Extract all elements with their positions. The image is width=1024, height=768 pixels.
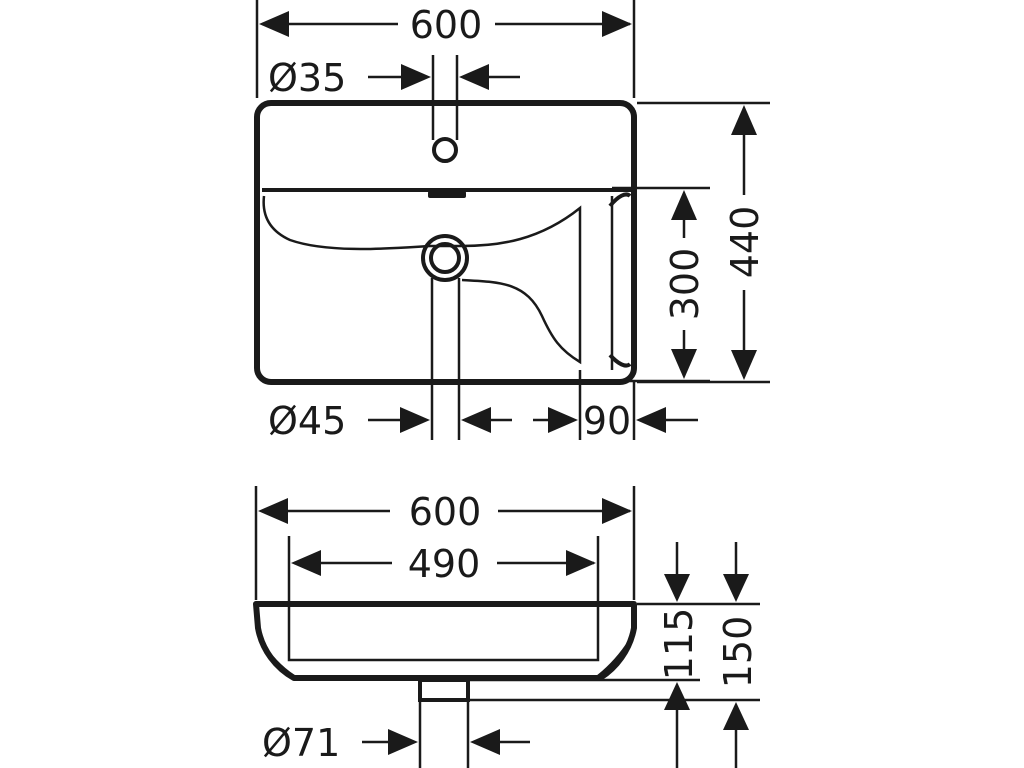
drain-inner (429, 242, 461, 274)
top-width-label: 600 (410, 3, 483, 47)
basin-height-label: 115 (657, 608, 701, 681)
side-width-label: 600 (409, 490, 482, 534)
tap-hole (432, 137, 458, 163)
top-view-outline (254, 100, 637, 385)
total-depth-label: 440 (723, 206, 767, 279)
drain-diameter-label: Ø45 (268, 399, 346, 443)
top-view: 600 Ø35 Ø45 90 300 440 (254, 0, 770, 443)
rim-offset-label: 90 (583, 399, 631, 443)
bowl-outline (262, 195, 582, 365)
side-view: 600 490 Ø71 115 150 (253, 486, 760, 768)
bowl-depth-label: 300 (663, 248, 707, 321)
side-drain-diameter-label: Ø71 (262, 721, 340, 765)
tap-hole-diameter-label: Ø35 (268, 56, 346, 100)
total-height-label: 150 (716, 616, 760, 689)
drain-outer (421, 234, 469, 282)
inner-width-label: 490 (408, 542, 481, 586)
overflow-slot (428, 191, 466, 198)
side-view-outline (253, 601, 637, 681)
drain-pipe (418, 678, 470, 702)
